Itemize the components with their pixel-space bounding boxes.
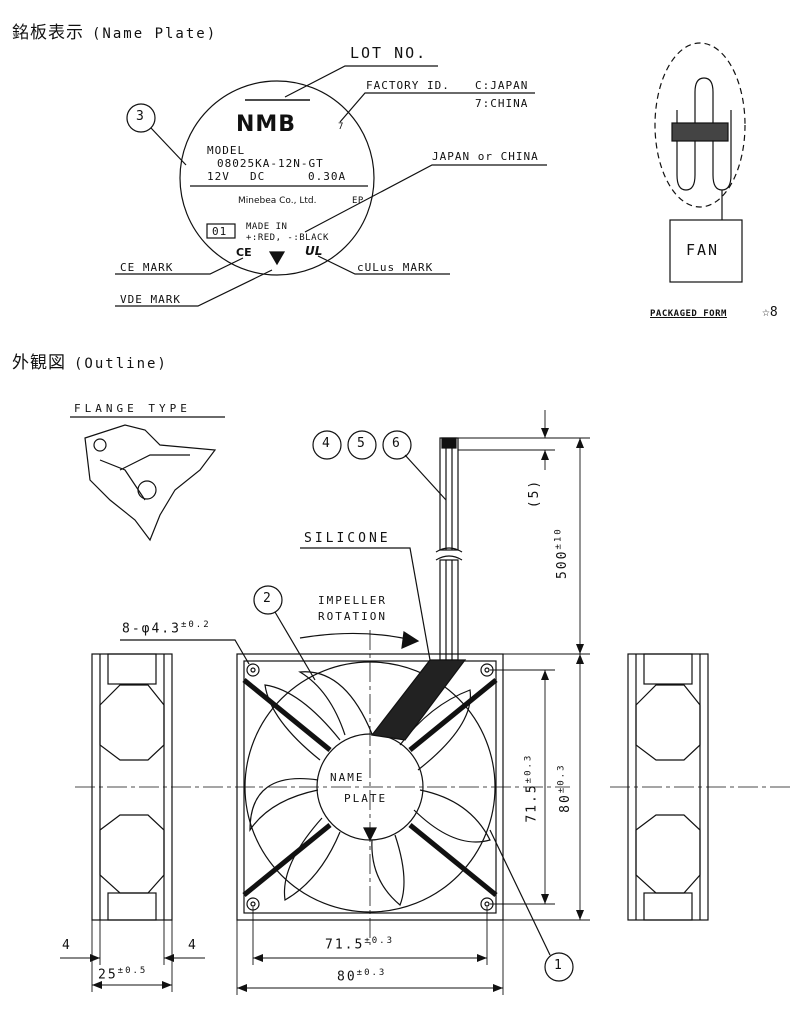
dim-80-v-group: 80±0.3 bbox=[557, 763, 573, 812]
callout-1-label: 1 bbox=[554, 958, 562, 973]
culus-mark-leader bbox=[317, 255, 450, 275]
flange-type-label: FLANGE TYPE bbox=[74, 402, 191, 415]
dim-25-group: 25±0.5 bbox=[98, 966, 147, 982]
name-plate-label-1: NAME bbox=[330, 771, 365, 784]
package-binding bbox=[671, 122, 729, 142]
factory-7-label: 7:CHINA bbox=[475, 97, 529, 110]
dim-715-h-value: 71.5 bbox=[325, 937, 365, 953]
dim-715-h-group: 71.5±0.3 bbox=[325, 936, 394, 952]
vde-mark-leader bbox=[115, 269, 273, 307]
dim-80-v-value: 80 bbox=[557, 793, 573, 813]
callout-2-circle bbox=[253, 585, 283, 615]
holes-leader bbox=[120, 639, 250, 665]
factory-digit: 7 bbox=[338, 122, 344, 132]
callout-6-label: 6 bbox=[392, 436, 400, 451]
dim-500-value: 500 bbox=[555, 549, 571, 580]
dim-715-v-tol: ±0.3 bbox=[523, 753, 534, 784]
dim-4-left: 4 bbox=[62, 938, 72, 953]
outline-section-title: 外観図 (Outline) bbox=[12, 348, 168, 373]
callout-2-label: 2 bbox=[263, 591, 271, 606]
name-plate-label-2: PLATE bbox=[344, 792, 388, 805]
package-fan-label: FAN bbox=[686, 241, 720, 259]
flange-sketch-inner bbox=[99, 454, 190, 501]
ep-label: EP bbox=[352, 196, 364, 206]
factory-c-label: C:JAPAN bbox=[475, 79, 529, 92]
dim-4-right: 4 bbox=[188, 938, 198, 953]
dim-80-v-tol: ±0.3 bbox=[556, 763, 567, 794]
code-box bbox=[206, 223, 236, 239]
dim-80-h-tol: ±0.3 bbox=[356, 968, 387, 978]
package-fan-box bbox=[669, 219, 743, 283]
callout-5-label: 5 bbox=[357, 436, 365, 451]
maker-label: Minebea Co., Ltd. bbox=[238, 196, 317, 206]
package-dash-ellipse bbox=[654, 42, 746, 208]
dim-80-h-group: 80±0.3 bbox=[337, 968, 386, 984]
vde-symbol bbox=[268, 251, 286, 266]
holes-value: 8-φ4.3 bbox=[122, 621, 181, 637]
dim-25-value: 25 bbox=[98, 967, 118, 983]
callout-3-leader bbox=[150, 127, 187, 166]
flange-sketch bbox=[84, 424, 217, 542]
lot-no-label: LOT NO. bbox=[350, 44, 428, 62]
nameplate-outline bbox=[179, 80, 375, 276]
dim-500-group: 500±10 bbox=[554, 527, 570, 579]
culus-symbol: UL bbox=[305, 244, 323, 258]
current-value: 0.30A bbox=[308, 170, 347, 183]
vde-mark-label: VDE MARK bbox=[120, 293, 181, 306]
holes-tol: ±0.2 bbox=[180, 620, 211, 630]
dim-5-label: (5) bbox=[527, 478, 543, 509]
factory-id-label: FACTORY ID. bbox=[366, 79, 450, 92]
wire-bundle-top bbox=[439, 437, 459, 551]
ce-mark-label: CE MARK bbox=[120, 261, 174, 274]
made-in-label: MADE IN bbox=[246, 222, 288, 232]
callout-4-label: 4 bbox=[322, 436, 330, 451]
holes-label: 8-φ4.3±0.2 bbox=[122, 620, 211, 636]
rotation-arrow bbox=[299, 632, 413, 641]
callout-5-circle bbox=[347, 430, 377, 460]
wire-break bbox=[435, 547, 463, 561]
callout-4-circle bbox=[312, 430, 342, 460]
nameplate-title-en: (Name Plate) bbox=[92, 26, 218, 42]
culus-mark-label: cULus MARK bbox=[357, 261, 434, 274]
dim-715-v-value: 71.5 bbox=[524, 783, 540, 823]
impeller-label-2: ROTATION bbox=[318, 610, 387, 623]
callout-1-circle bbox=[544, 952, 574, 982]
silicone-leader bbox=[300, 547, 431, 661]
nameplate-title-jp: 銘板表示 bbox=[12, 23, 84, 43]
voltage-value: 12V bbox=[207, 170, 230, 183]
ce-mark-leader bbox=[115, 257, 244, 275]
dim-500-tol: ±10 bbox=[553, 527, 564, 550]
model-value: 08025KA-12N-GT bbox=[217, 157, 324, 170]
ce-symbol: CE bbox=[236, 246, 252, 259]
model-label: MODEL bbox=[207, 144, 246, 157]
outline-title-jp: 外観図 bbox=[12, 353, 66, 373]
dim-80-h-value: 80 bbox=[337, 969, 357, 985]
outline-title-en: (Outline) bbox=[74, 356, 168, 372]
flange-hole-small bbox=[93, 438, 107, 452]
factory-id-leader bbox=[339, 92, 470, 123]
lot-no-leader bbox=[284, 65, 438, 98]
callout-6-circle bbox=[382, 430, 412, 460]
japan-china-label: JAPAN or CHINA bbox=[432, 150, 539, 163]
wires-label: +:RED, -:BLACK bbox=[246, 233, 329, 243]
dc-label: DC bbox=[250, 170, 266, 183]
japan-china-leader bbox=[304, 164, 547, 233]
silicone-label: SILICONE bbox=[304, 531, 391, 546]
packaged-form-star: ☆8 bbox=[762, 305, 778, 320]
dim-715-v-group: 71.5±0.3 bbox=[523, 754, 539, 823]
flange-hole bbox=[137, 480, 157, 500]
packaged-form-label: PACKAGED FORM bbox=[650, 309, 727, 319]
wire-tips bbox=[441, 437, 457, 449]
dim-715-h-tol: ±0.3 bbox=[364, 936, 394, 946]
dim-25-tol: ±0.5 bbox=[117, 966, 148, 976]
wire-bundle-bottom bbox=[439, 559, 459, 661]
code-label: 01 bbox=[212, 225, 228, 238]
brand-logo: NMB bbox=[236, 112, 297, 137]
callout-3-label: 3 bbox=[136, 109, 144, 124]
callout-3-circle bbox=[126, 103, 156, 133]
nameplate-section-title: 銘板表示 (Name Plate) bbox=[12, 18, 217, 43]
impeller-label-1: IMPELLER bbox=[318, 594, 387, 607]
wire-channel bbox=[370, 659, 467, 741]
